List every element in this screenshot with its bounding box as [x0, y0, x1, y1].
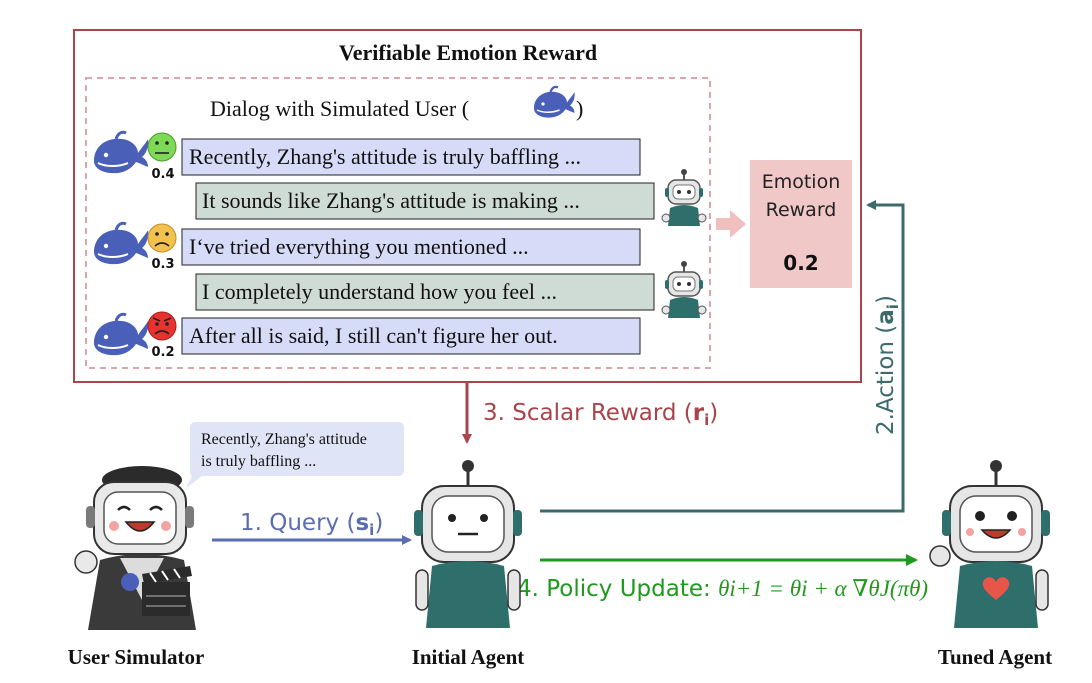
dialog-to-reward-arrow — [716, 210, 746, 238]
emotion-score: 0.2 — [151, 345, 174, 360]
robot-avatar-icon — [661, 168, 707, 227]
dialog-title: Dialog with Simulated User ( — [210, 96, 469, 121]
robot-avatar-icon — [661, 260, 707, 319]
tuned-agent-label: Tuned Agent — [938, 645, 1052, 669]
user-message-text: I‘ve tried everything you mentioned ... — [189, 234, 529, 259]
user-message-bubble — [181, 317, 641, 355]
user-message-text: After all is said, I still can't figure … — [189, 323, 558, 348]
whale-logo-icon — [532, 85, 576, 119]
agent-message-bubble — [195, 182, 655, 220]
action-arrow — [540, 200, 905, 513]
user-message-bubble — [181, 138, 641, 176]
user-message-bubble — [181, 228, 641, 266]
heart-icon — [982, 577, 1010, 600]
speech-bubble-text: Recently, Zhang's attitude — [201, 431, 367, 448]
initial-agent-robot-icon — [414, 460, 522, 628]
emotion-reward-label: Emotion — [762, 171, 841, 193]
neutral-face-icon — [147, 132, 177, 162]
user-simulator-robot-icon — [74, 466, 196, 630]
speech-bubble — [186, 422, 404, 488]
whale-logo-icon — [92, 221, 150, 266]
emotion-reward-box — [750, 160, 852, 288]
emotion-score: 0.3 — [151, 257, 174, 272]
emotion-score: 0.4 — [151, 167, 174, 182]
whale-logo-icon — [92, 130, 150, 175]
tuned-agent-robot-icon — [929, 460, 1050, 628]
emotion-reward-label: Reward — [766, 199, 837, 221]
whale-logo-icon — [92, 312, 150, 357]
action-label: 2.Action (ai) — [873, 295, 902, 435]
emotion-reward-value: 0.2 — [783, 251, 818, 275]
dialog-dashed-frame — [85, 77, 711, 369]
speech-bubble-text: is truly baffling ... — [201, 453, 316, 470]
sad-face-icon — [147, 223, 177, 253]
angry-face-icon — [147, 311, 177, 341]
agent-message-text: I completely understand how you feel ... — [202, 279, 557, 304]
agent-message-bubble — [195, 273, 655, 311]
reward-panel — [73, 29, 862, 383]
initial-agent-label: Initial Agent — [412, 645, 525, 669]
user-message-text: Recently, Zhang's attitude is truly baff… — [189, 144, 581, 169]
dialog-title-close: ) — [576, 96, 583, 121]
clapperboard-icon — [142, 566, 192, 616]
agent-message-text: It sounds like Zhang's attitude is makin… — [202, 188, 580, 213]
policy-update-label: 4. Policy Update: θi+1 = θi + α ∇θJ(πθ) — [517, 576, 928, 602]
user-simulator-label: User Simulator — [68, 645, 205, 669]
scalar-reward-label: 3. Scalar Reward (ri) — [483, 400, 718, 429]
query-label: 1. Query (si) — [240, 510, 383, 539]
reward-panel-title: Verifiable Emotion Reward — [339, 40, 597, 65]
